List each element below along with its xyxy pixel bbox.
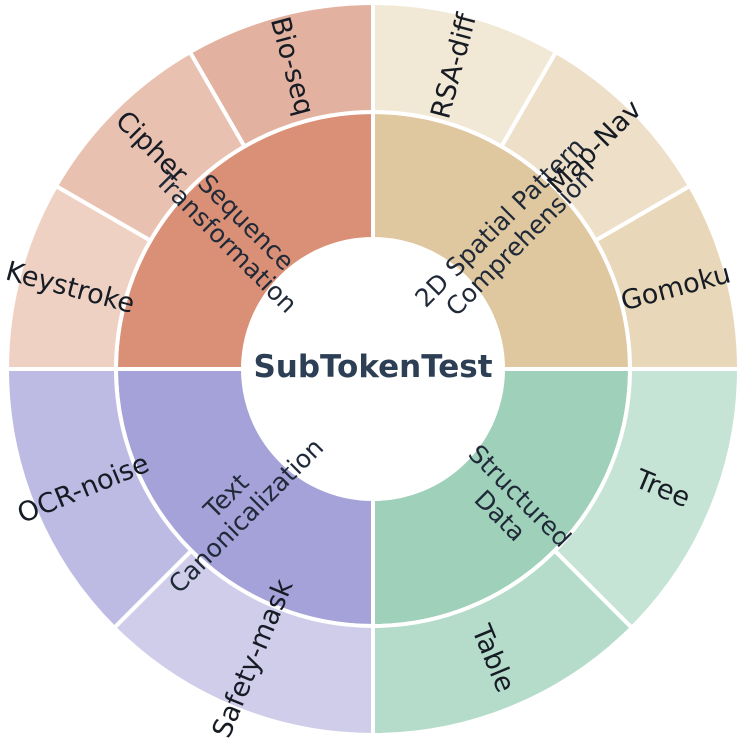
task-bio-seq-segment: [187, 0, 375, 150]
center-title: SubTokenTest: [253, 349, 492, 385]
task-ring: [4, 0, 742, 738]
center-disc: [243, 239, 503, 499]
